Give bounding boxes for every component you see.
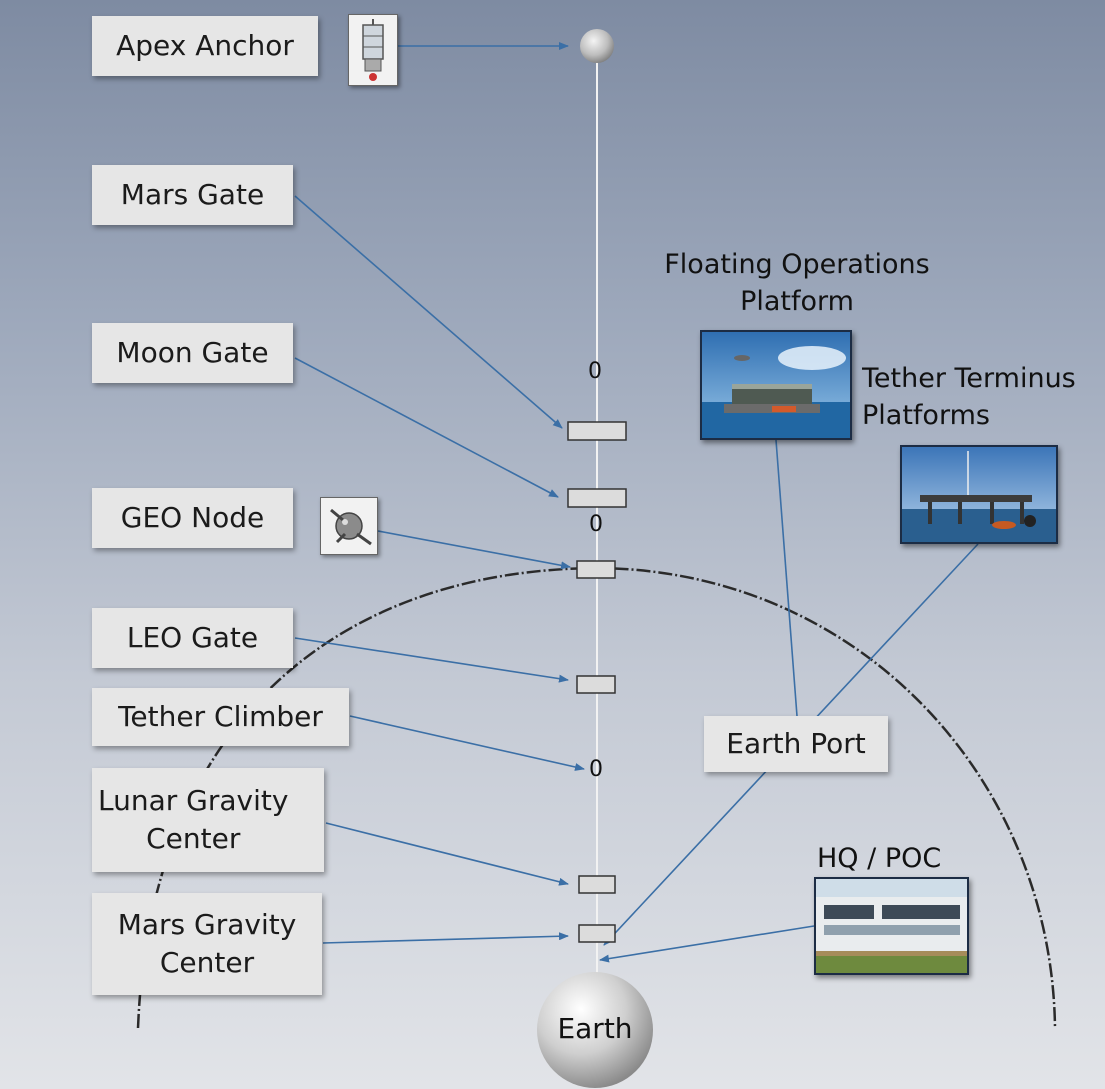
label-earth-port: Earth Port	[704, 716, 888, 772]
label-tether-climber: Tether Climber	[92, 688, 349, 746]
arrow-lunar-gravity-center	[325, 822, 569, 886]
hq-poc-image	[814, 877, 969, 975]
apex-anchor-icon	[348, 14, 398, 86]
label-floating-operations-platform: Floating Operations Platform	[664, 249, 930, 317]
node-lunar-gravity-center	[578, 875, 616, 894]
floating-operations-platform-image	[700, 330, 852, 440]
node-mars-gate	[567, 421, 627, 441]
label-hq-poc: HQ / POC	[817, 843, 942, 874]
tether-terminus-platforms-image	[900, 445, 1058, 544]
apex-anchor-sphere	[580, 29, 614, 63]
arrow-tether-climber	[349, 715, 585, 771]
geo-node-icon	[320, 497, 378, 555]
node-mars-gravity-center	[578, 924, 616, 943]
line-floating-ops	[775, 439, 798, 717]
label-earth: Earth	[557, 1012, 633, 1045]
zero-marker-climber: 0	[589, 757, 603, 782]
label-mars-gate: Mars Gate	[92, 165, 293, 225]
label-mars-gravity-center: Mars Gravity Center	[92, 893, 322, 995]
arrow-mars-gravity-center	[322, 932, 569, 944]
label-geo-node: GEO Node	[92, 488, 293, 548]
node-geo	[576, 560, 616, 579]
node-moon-gate	[567, 488, 627, 508]
earth-sphere	[537, 972, 653, 1088]
arrow-geo-node	[377, 530, 571, 570]
label-apex-anchor: Apex Anchor	[92, 16, 318, 76]
arrow-hq-poc	[599, 925, 815, 963]
label-leo-gate: LEO Gate	[92, 608, 293, 668]
arrow-mars-gate	[294, 195, 563, 429]
node-leo-gate	[576, 675, 616, 694]
label-moon-gate: Moon Gate	[92, 323, 293, 383]
zero-marker-geo: 0	[589, 512, 603, 537]
arrow-moon-gate	[294, 357, 559, 498]
label-lunar-gravity-center: Lunar Gravity Center	[92, 768, 324, 872]
label-tether-terminus-platforms: Tether Terminus Platforms	[862, 363, 1076, 431]
zero-marker-top: 0	[588, 359, 602, 384]
arrow-leo-gate	[294, 637, 569, 683]
